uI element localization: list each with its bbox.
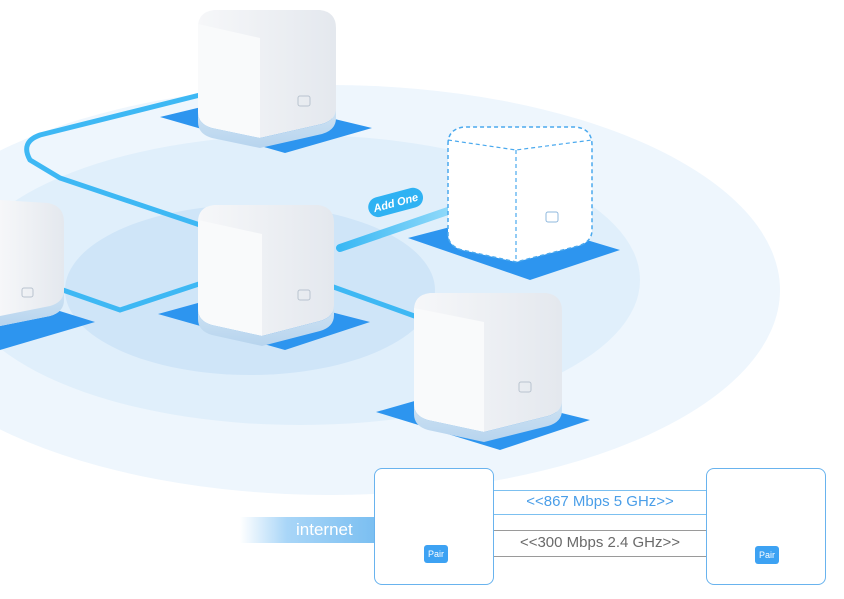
add-one-tag[interactable]: Add One xyxy=(366,186,425,220)
unit-center xyxy=(158,205,370,350)
internet-label: internet xyxy=(296,520,353,539)
pair-logo-icon: Pair xyxy=(424,545,448,563)
band-5g-line-top xyxy=(494,490,706,491)
speed-24g-label: <<300 Mbps 2.4 GHz>> xyxy=(519,534,681,551)
coverage-area xyxy=(0,85,780,495)
band-24g-line-bottom xyxy=(494,556,706,557)
unit-top xyxy=(160,10,372,153)
speed-5g-label: <<867 Mbps 5 GHz>> xyxy=(526,493,674,510)
band-5g-line-bottom xyxy=(494,514,706,515)
pair-logo-icon: Pair xyxy=(755,546,779,564)
front-unit-right: Pair xyxy=(706,468,826,585)
internet-band xyxy=(240,517,374,543)
band-24g-line-top xyxy=(494,530,706,531)
unit-left-partial xyxy=(0,200,95,350)
link-top-to-center xyxy=(24,87,223,228)
unit-new-dashed xyxy=(408,126,620,280)
unit-right-bottom xyxy=(376,293,590,450)
front-unit-left: Pair xyxy=(374,468,494,585)
